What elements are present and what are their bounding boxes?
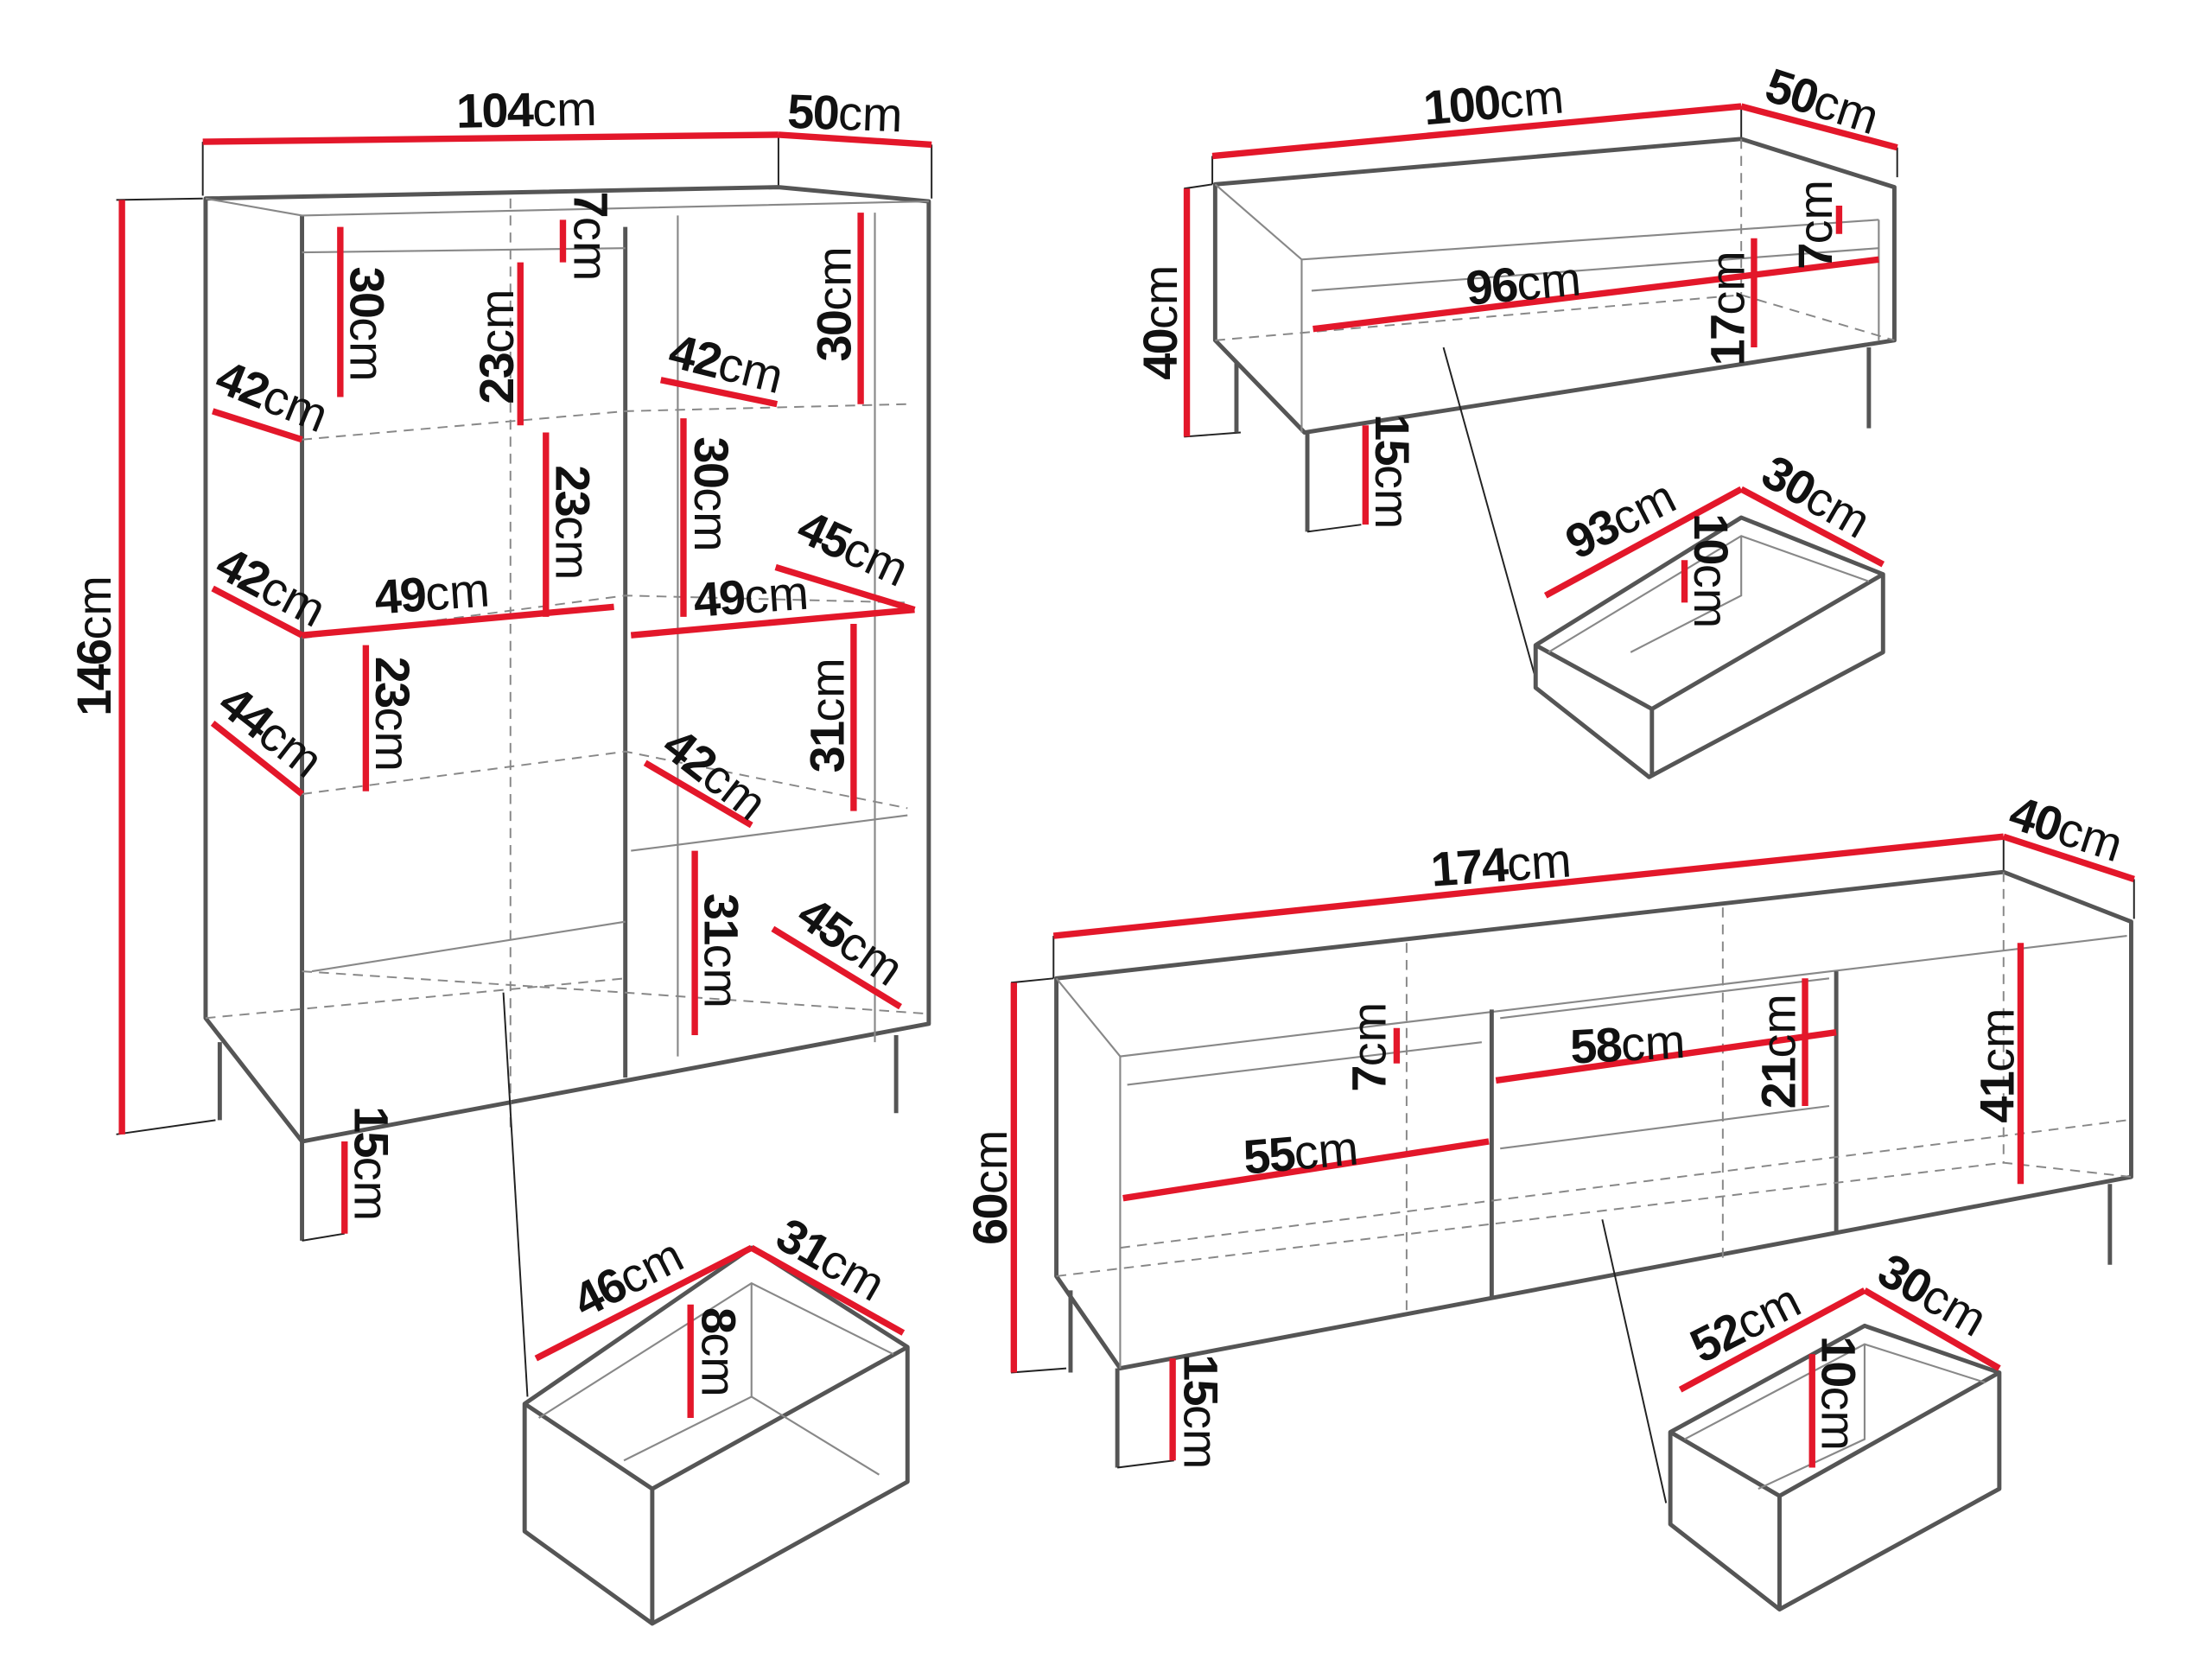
dim-coffee-table-inner-width: 96cm bbox=[1464, 251, 1583, 315]
dim-coffee-table-top-rail: 7cm bbox=[1788, 180, 1842, 270]
dim-highboard-mid-mid-height: 23cm bbox=[545, 465, 600, 580]
dim-highboard-right-shelf3-depth: 42cm bbox=[653, 717, 778, 831]
dim-coffee-table-height: 40cm bbox=[1133, 265, 1187, 380]
dim-highboard-right-bottom-height: 31cm bbox=[695, 893, 749, 1008]
dim-tv-stand-height: 60cm bbox=[963, 1130, 1017, 1245]
dim-highboard-mid-top-height: 23cm bbox=[469, 289, 524, 404]
highboard-drawing bbox=[116, 134, 933, 1626]
dim-tv-stand-right-height: 41cm bbox=[1969, 1008, 2024, 1123]
dim-highboard-leg-height: 15cm bbox=[344, 1106, 398, 1221]
dim-tv-stand-width: 174cm bbox=[1429, 832, 1573, 896]
dim-tv-stand-top-rail: 7cm bbox=[1341, 1002, 1395, 1092]
dim-coffee-table-leg-height: 15cm bbox=[1365, 414, 1420, 529]
dim-highboard-drawer-height: 8cm bbox=[691, 1307, 746, 1397]
tv-stand-drawing bbox=[1010, 836, 2135, 1612]
dim-highboard-right-shelf-width: 49cm bbox=[692, 565, 810, 627]
coffee-table-dimension-lines bbox=[1183, 103, 1898, 603]
dim-highboard-right-top-height: 30cm bbox=[807, 246, 861, 361]
dim-highboard-left-top-height: 30cm bbox=[340, 267, 394, 382]
dim-tv-stand-mid-height: 21cm bbox=[1751, 994, 1806, 1109]
dim-highboard-right-low-height: 31cm bbox=[799, 658, 854, 772]
dim-tv-stand-drawer-height: 10cm bbox=[1812, 1336, 1866, 1451]
dim-highboard-right-shelf1-depth: 42cm bbox=[664, 323, 788, 404]
coffee-table-labels: 100cm 50cm 40cm 7cm 96cm 17cm 15cm 93cm … bbox=[1133, 57, 1885, 628]
highboard-labels: 104cm 50cm 146cm 7cm 30cm 23cm 42cm 23cm… bbox=[67, 81, 917, 1397]
dim-highboard-top-rail: 7cm bbox=[564, 192, 619, 282]
dim-highboard-left-shelf-width: 49cm bbox=[372, 562, 491, 624]
dim-highboard-width: 104cm bbox=[456, 81, 598, 138]
dim-highboard-right-mid-height: 30cm bbox=[684, 436, 739, 551]
coffee-table-drawing bbox=[1184, 106, 1898, 779]
dim-coffee-table-width: 100cm bbox=[1421, 68, 1566, 135]
dim-highboard-height: 146cm bbox=[67, 575, 121, 716]
dim-tv-stand-mid-width: 58cm bbox=[1569, 1014, 1687, 1074]
dim-highboard-right-shelf2-depth: 45cm bbox=[790, 499, 917, 596]
dim-highboard-depth: 50cm bbox=[786, 84, 903, 143]
dim-coffee-table-drawer-height: 10cm bbox=[1684, 513, 1738, 628]
dim-coffee-table-inner-height: 17cm bbox=[1700, 251, 1754, 365]
tv-stand-dimension-lines bbox=[1010, 833, 2135, 1468]
dim-tv-stand-leg-height: 15cm bbox=[1173, 1354, 1228, 1469]
dim-tv-stand-left-width: 55cm bbox=[1241, 1120, 1360, 1184]
dim-coffee-table-depth: 50cm bbox=[1759, 57, 1885, 144]
highboard-dimension-lines bbox=[118, 131, 932, 1419]
dim-highboard-left-low-height: 23cm bbox=[365, 657, 420, 772]
dim-coffee-table-drawer-depth: 30cm bbox=[1753, 444, 1880, 549]
